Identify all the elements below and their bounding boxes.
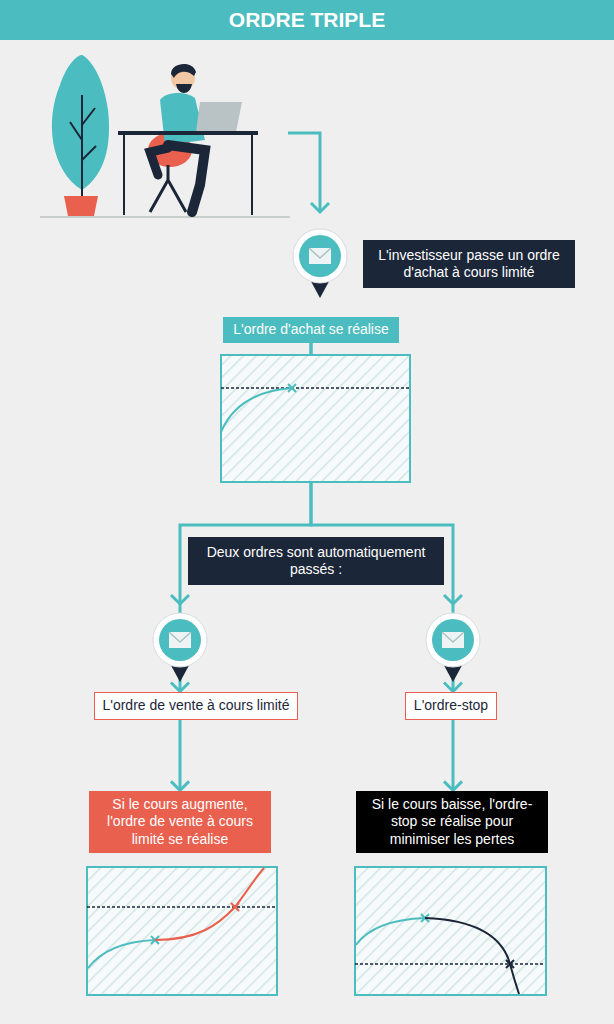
arrow-head [171, 781, 189, 790]
flow-connector [444, 720, 462, 791]
diagram-title: ORDRE TRIPLE [0, 0, 614, 40]
order-pin [426, 613, 480, 682]
connector-line [179, 720, 182, 791]
price-chart [355, 867, 546, 995]
order-pin [153, 613, 207, 682]
price-chart [87, 867, 277, 995]
outcome-box: Si le cours baisse, l'ordre-stop se réal… [356, 791, 548, 852]
arrow-head [171, 682, 189, 691]
arrow-head [444, 781, 462, 790]
flow-connector [171, 720, 189, 791]
box-text: L'ordre-stop [414, 697, 488, 714]
box-text: L'investisseur passe un ordre d'achat à … [372, 247, 566, 281]
step-label: L'ordre d'achat se réalise [223, 317, 399, 342]
step-box: Deux ordres sont automatiquement passés … [188, 537, 444, 585]
box-text: L'ordre d'achat se réalise [233, 321, 389, 338]
box-text: Deux ordres sont automatiquement passés … [197, 544, 435, 578]
outcome-box: Si le cours augmente, l'ordre de vente à… [89, 791, 271, 852]
step-box: L'investisseur passe un ordre d'achat à … [363, 240, 575, 288]
order-label: L'ordre de vente à cours limité [94, 692, 297, 719]
arrow-head [444, 682, 462, 691]
arrow-head [171, 595, 189, 604]
order-pin [293, 229, 347, 298]
box-text: Si le cours baisse, l'ordre-stop se réal… [364, 796, 540, 847]
connector-line [452, 720, 455, 791]
arrow-head [444, 595, 462, 604]
investor-illustration [40, 55, 290, 217]
price-chart [221, 355, 410, 482]
flow-arrow [288, 133, 329, 212]
box-text: L'ordre de vente à cours limité [102, 697, 289, 714]
order-label: L'ordre-stop [405, 692, 497, 719]
box-text: Si le cours augmente, l'ordre de vente à… [97, 796, 263, 847]
